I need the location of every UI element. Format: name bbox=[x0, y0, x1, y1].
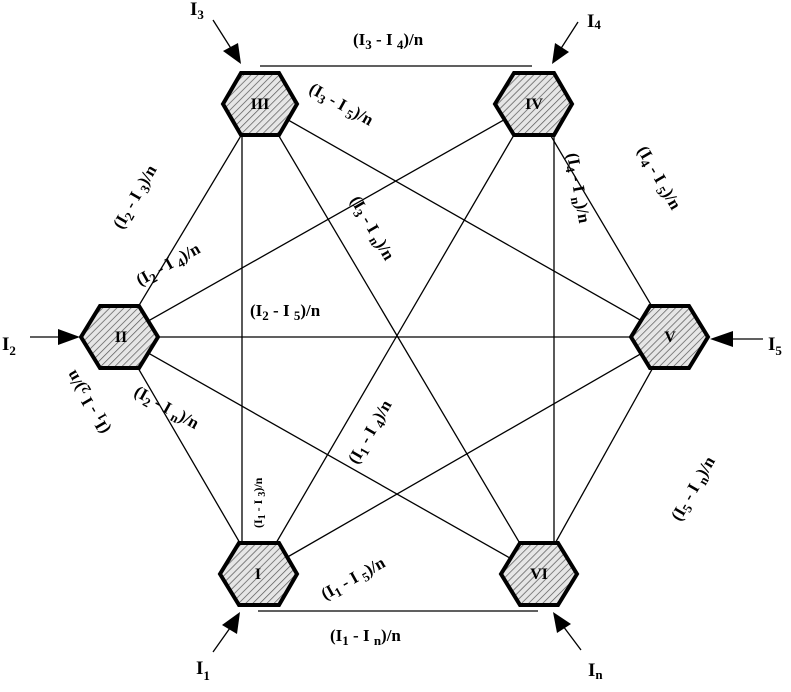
edge-I-IV bbox=[257, 103, 533, 575]
edge-label-I1-I2: (I1 - I 2)/n bbox=[62, 365, 116, 437]
edge-label-I2-I4: (I2 - I 4)/n bbox=[133, 239, 205, 293]
node-label-VI: VI bbox=[530, 566, 548, 583]
edge-label-I1-In: (I1 - I n)/n bbox=[330, 626, 401, 648]
edge-label-I4-In: (I4 - I n)/n bbox=[560, 151, 594, 225]
arrow-in-n bbox=[553, 612, 582, 651]
arrow-in-3 bbox=[212, 19, 241, 64]
edge-II-IV bbox=[119, 103, 533, 338]
edge-III-VI bbox=[259, 103, 539, 575]
node-label-I: I bbox=[255, 566, 261, 583]
node-label-V: V bbox=[664, 329, 676, 346]
arrow-in-2 bbox=[30, 329, 80, 345]
node-II: II bbox=[78, 304, 161, 370]
edge-label-I2-I3: (I2 - I 3)/n bbox=[109, 161, 163, 233]
node-IV: IV bbox=[492, 71, 575, 137]
edge-label-I1-I5: (I1 - I 5)/n bbox=[318, 553, 390, 607]
arrow-in-1 bbox=[212, 612, 240, 653]
edge-III-V bbox=[259, 103, 671, 338]
input-labels: I3 I4 I2 I5 I1 In bbox=[2, 0, 782, 683]
input-arrows bbox=[30, 19, 763, 653]
edge-label-I3-I4: (I3 - I 4)/n bbox=[353, 30, 424, 52]
input-label-5: I5 bbox=[768, 334, 782, 358]
edge-IV-V bbox=[531, 103, 671, 338]
node-label-III: III bbox=[251, 96, 270, 113]
edge-label-I1-I4: (I1 - I 4)/n bbox=[344, 396, 398, 468]
edge-label-I1-I3: (I1 - I 3)/n bbox=[251, 477, 268, 528]
input-label-n: In bbox=[588, 660, 603, 682]
edge-label-I3-In: (I3 - I n)/n bbox=[344, 193, 399, 266]
edge-label-I4-I5: (I4 - I 5)/n bbox=[631, 143, 685, 215]
edge-II-VI bbox=[119, 336, 539, 575]
edge-label-I2-In: (I2 - I n)/n bbox=[130, 382, 203, 436]
input-label-1: I1 bbox=[196, 658, 210, 683]
node-I: I bbox=[217, 541, 300, 607]
arrow-in-5 bbox=[710, 331, 763, 347]
node-VI: VI bbox=[498, 541, 580, 607]
edge-I-V bbox=[257, 336, 671, 575]
nodes: III IV II V I VI bbox=[78, 71, 711, 607]
edge-label-I5-In: (I5 - I n)/n bbox=[667, 453, 722, 526]
input-label-3: I3 bbox=[190, 0, 204, 22]
input-label-2: I2 bbox=[2, 334, 16, 358]
node-III: III bbox=[220, 71, 300, 137]
node-label-II: II bbox=[115, 329, 127, 346]
edge-V-VI bbox=[537, 336, 671, 575]
arrow-in-4 bbox=[552, 21, 579, 64]
edges bbox=[119, 65, 671, 612]
edge-II-III bbox=[119, 103, 261, 338]
node-label-IV: IV bbox=[525, 96, 543, 113]
input-label-4: I4 bbox=[587, 11, 601, 32]
node-V: V bbox=[628, 304, 711, 370]
edge-label-I3-I5: (I3 - I 5)/n bbox=[305, 79, 377, 133]
edge-labels: (I3 - I 4)/n (I3 - I 5)/n (I2 - I 3)/n (… bbox=[62, 30, 722, 648]
edge-I-II bbox=[119, 336, 259, 575]
edge-label-I2-I5: (I2 - I 5)/n bbox=[250, 301, 321, 323]
